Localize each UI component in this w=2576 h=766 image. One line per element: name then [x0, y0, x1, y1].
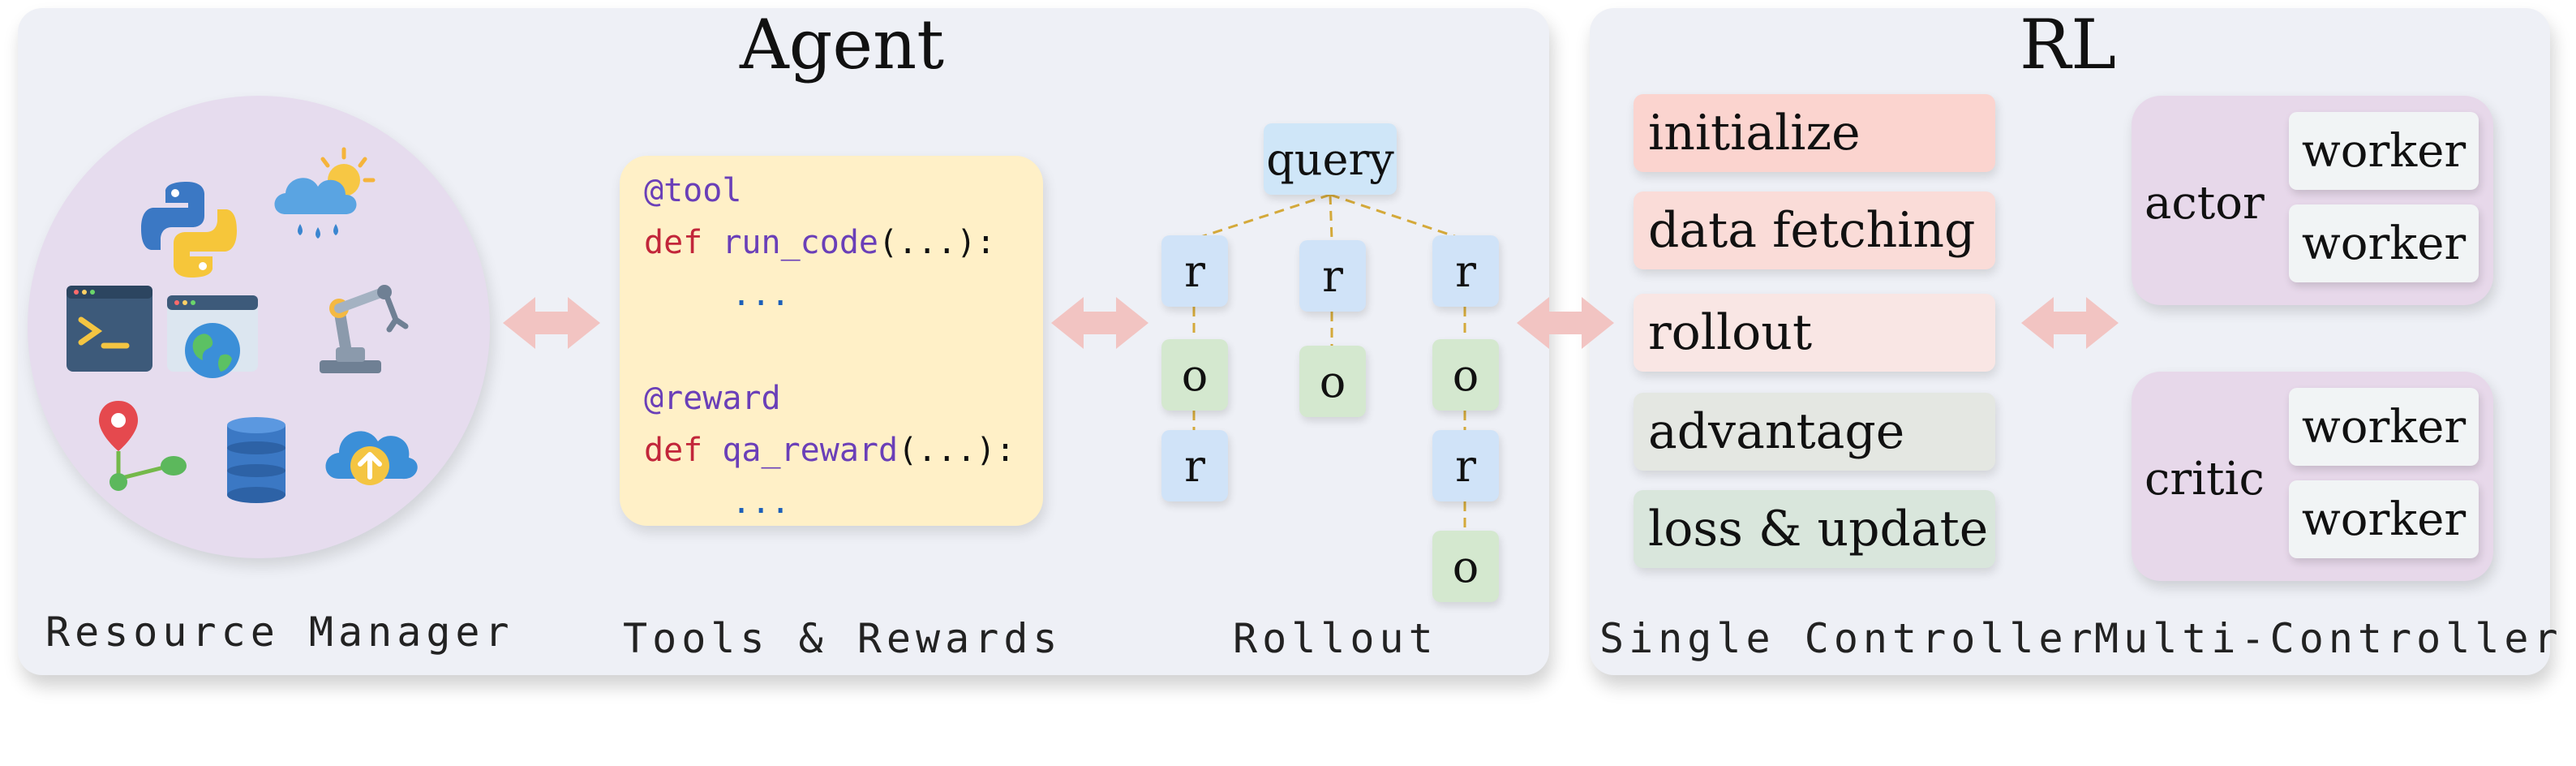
- function-args: (...):: [878, 224, 996, 261]
- rollout-node-r: r: [1161, 235, 1228, 307]
- rollout-node-o: o: [1299, 346, 1366, 417]
- step-rollout: rollout: [1634, 294, 1995, 372]
- step-loss-update: loss & update: [1634, 490, 1995, 568]
- actor-worker: worker: [2289, 204, 2479, 282]
- tools-rewards-label: Tools & Rewards: [623, 615, 1063, 662]
- map-pin-route-icon: [99, 401, 187, 491]
- rollout-node-o: o: [1432, 339, 1499, 411]
- connector-query-branch-2: [1329, 194, 1333, 241]
- rollout-node-r: r: [1432, 430, 1499, 501]
- decorator-reward: @reward: [644, 380, 781, 417]
- critic-worker: worker: [2289, 388, 2479, 466]
- code-line-2: def run_code(...):: [644, 224, 996, 261]
- tools-rewards-code-box: @tool def run_code(...): ... @reward def…: [620, 156, 1043, 526]
- rollout-node-r: r: [1161, 430, 1228, 501]
- code-line-3: ...: [732, 276, 790, 313]
- arrow-agent-rl: [1517, 297, 1614, 349]
- arrow-resource-tools: [503, 297, 600, 349]
- arrow-tools-rollout: [1051, 297, 1148, 349]
- agent-title: Agent: [740, 5, 944, 84]
- code-line-1: @tool: [644, 172, 741, 209]
- function-body: ...: [732, 484, 791, 521]
- connector-query-branch-1: [1190, 193, 1331, 242]
- connector-query-branch-3: [1329, 193, 1467, 242]
- def-keyword: def: [644, 432, 703, 469]
- rollout-node-r: r: [1432, 235, 1499, 307]
- rl-title: RL: [2020, 5, 2117, 84]
- single-controller-label: Single Controller: [1599, 615, 2097, 662]
- decorator-tool: @tool: [644, 172, 742, 209]
- cloud-upload-icon: [325, 431, 418, 485]
- multi-controller-label: Multi-Controller: [2094, 615, 2563, 662]
- step-advantage: advantage: [1634, 393, 1995, 471]
- code-line-7: ...: [732, 484, 790, 521]
- rollout-node-o: o: [1161, 339, 1228, 411]
- database-icon: [227, 417, 286, 503]
- critic-group: critic worker worker: [2132, 372, 2493, 581]
- rollout-node-r: r: [1299, 240, 1366, 312]
- function-body: ...: [732, 276, 791, 313]
- terminal-icon: [67, 286, 152, 372]
- actor-group: actor worker worker: [2132, 96, 2493, 305]
- python-logo-icon: [141, 182, 237, 278]
- actor-worker: worker: [2289, 112, 2479, 190]
- rain-cloud-sun-icon: [274, 147, 376, 239]
- actor-label: actor: [2145, 177, 2265, 230]
- rollout-label: Rollout: [1233, 615, 1438, 662]
- def-keyword: def: [644, 224, 703, 261]
- function-name-qa-reward: qa_reward: [722, 432, 899, 469]
- rollout-query-node: query: [1264, 123, 1397, 195]
- function-args: (...):: [898, 432, 1015, 469]
- function-name-run-code: run_code: [722, 224, 878, 261]
- step-initialize: initialize: [1634, 94, 1995, 172]
- resource-manager-label: Resource Manager: [45, 609, 514, 656]
- rollout-node-o: o: [1432, 531, 1499, 602]
- step-data-fetching: data fetching: [1634, 192, 1995, 269]
- critic-worker: worker: [2289, 480, 2479, 558]
- code-line-6: def qa_reward(...):: [644, 432, 1015, 469]
- code-line-5: @reward: [644, 380, 781, 417]
- arrow-single-multi: [2021, 297, 2119, 349]
- robot-arm-icon: [320, 285, 409, 373]
- critic-label: critic: [2145, 453, 2265, 506]
- browser-globe-icon: [167, 295, 258, 378]
